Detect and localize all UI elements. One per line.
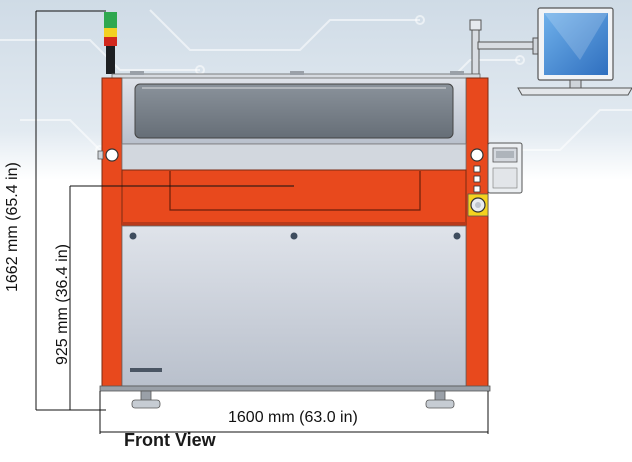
viewing-window — [134, 83, 454, 139]
width-label: 1600 mm (63.0 in) — [228, 409, 358, 426]
right-pillar — [465, 77, 489, 391]
monitor-icon — [469, 7, 632, 96]
machine-frame — [97, 71, 491, 392]
left-pillar — [101, 77, 123, 391]
machine-feet — [131, 390, 455, 409]
view-caption: Front View — [124, 430, 216, 450]
table-height-label: 925 mm (36.4 in) — [54, 244, 71, 365]
emergency-stop-icon — [467, 193, 489, 217]
nameplate — [130, 368, 162, 372]
lower-cabinet — [121, 225, 467, 387]
signal-tower-icon — [104, 12, 117, 74]
overall-height-label: 1662 mm (65.4 in) — [4, 162, 21, 292]
printer-icon — [487, 142, 523, 194]
conveyor-band — [121, 169, 467, 225]
dimension-lines — [35, 10, 489, 434]
